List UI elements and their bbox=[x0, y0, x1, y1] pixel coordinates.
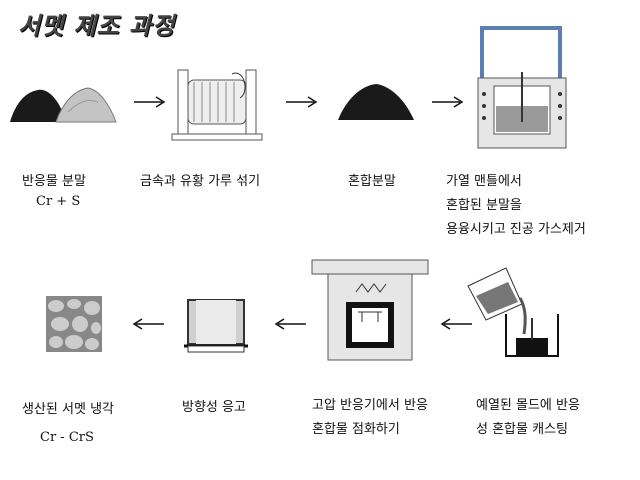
step6-label-line1: 고압 반응기에서 반응 bbox=[312, 398, 428, 413]
step8-formula: Cr - CrS bbox=[40, 430, 94, 445]
step4-label-line1: 가열 맨틀에서 bbox=[446, 174, 522, 189]
arrow-right-1 bbox=[134, 96, 166, 108]
arrow-right-2 bbox=[286, 96, 318, 108]
step4-label-line2: 혼합된 분말을 bbox=[446, 198, 522, 213]
ball-mill-icon bbox=[171, 69, 263, 141]
step1-label: 반응물 분말 bbox=[22, 174, 86, 189]
arrow-left-1 bbox=[440, 318, 472, 330]
step6-label-line2: 혼합물 점화하기 bbox=[312, 422, 400, 437]
step1-formula: Cr + S bbox=[36, 194, 81, 209]
cermet-microstructure-icon bbox=[46, 296, 102, 352]
step4-label-line3: 용융시키고 진공 가스제거 bbox=[446, 222, 586, 237]
reactant-powders-icon bbox=[10, 87, 117, 123]
step3-label: 혼합분말 bbox=[348, 174, 396, 189]
step7-label: 방향성 응고 bbox=[182, 400, 246, 415]
pressure-reactor-icon bbox=[311, 259, 429, 361]
step2-label: 금속과 유황 가루 섞기 bbox=[140, 174, 261, 189]
heating-mantle-icon bbox=[477, 26, 567, 149]
step5-label-line1: 예열된 몰드에 반응 bbox=[476, 398, 580, 413]
arrow-right-3 bbox=[432, 96, 464, 108]
solidification-mold-icon bbox=[184, 299, 248, 353]
step5-label-line2: 성 혼합물 캐스팅 bbox=[476, 422, 568, 437]
arrow-left-3 bbox=[132, 318, 164, 330]
arrow-left-2 bbox=[274, 318, 306, 330]
casting-mold-icon bbox=[467, 267, 559, 357]
step8-label: 생산된 서멧 냉각 bbox=[22, 402, 114, 417]
diagram-title: 서멧 제조 과정 bbox=[18, 12, 176, 40]
mixed-powder-icon bbox=[338, 84, 414, 120]
